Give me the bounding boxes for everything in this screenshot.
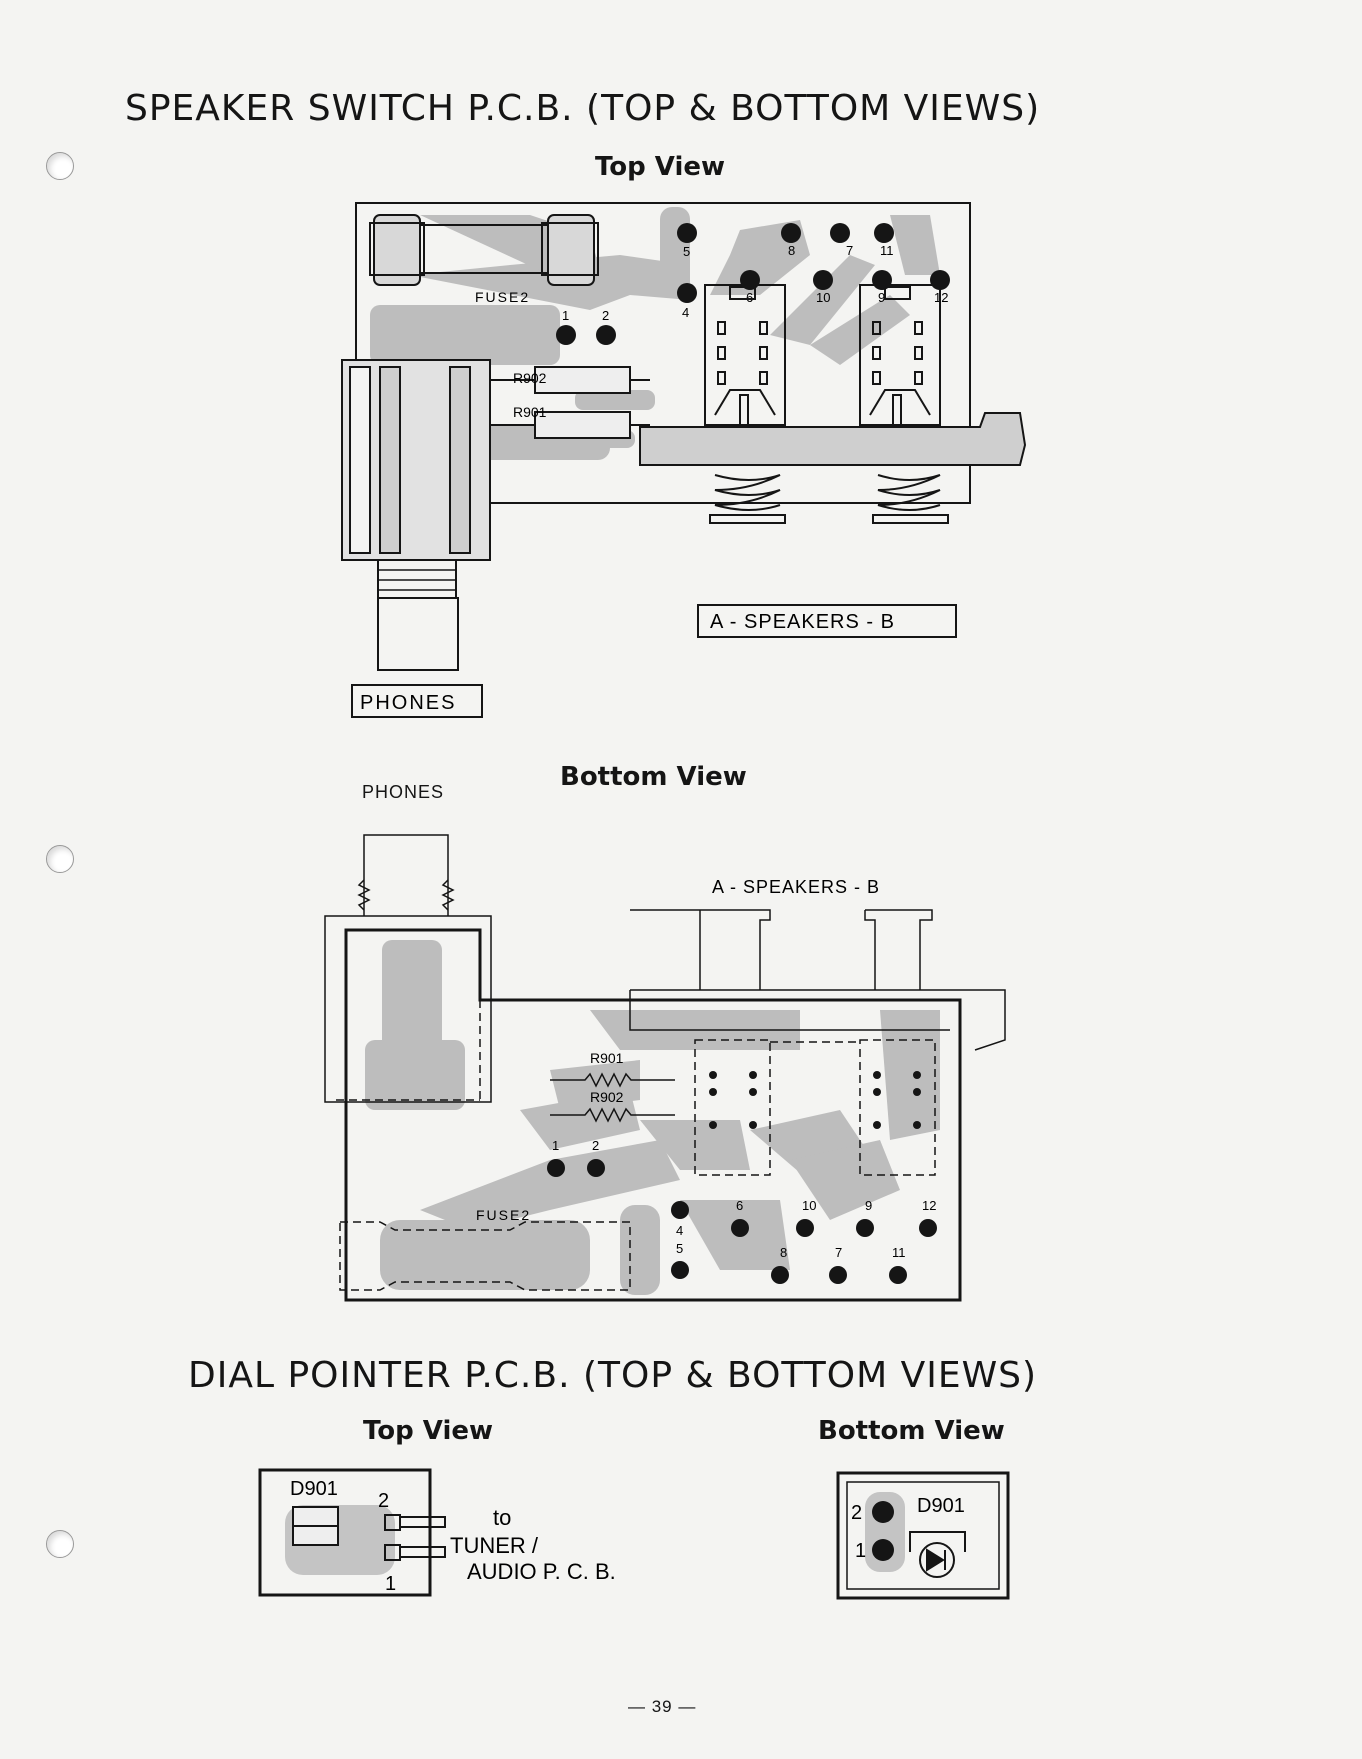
r901-label: R901 bbox=[513, 404, 547, 420]
svg-text:2: 2 bbox=[602, 308, 609, 323]
speakers-label-box bbox=[697, 604, 957, 638]
tuner-label: TUNER / bbox=[450, 1533, 539, 1558]
bottom-resistors bbox=[550, 1072, 675, 1123]
speaker-switch-a bbox=[704, 284, 786, 466]
phones-label: PHONES bbox=[360, 692, 456, 714]
speaker-bottom-view-diagram: A - SPEAKERS - B bbox=[324, 834, 1006, 1302]
dial-bottom-d901: D901 bbox=[917, 1495, 965, 1517]
svg-text:2: 2 bbox=[851, 1502, 862, 1524]
spring-a bbox=[709, 474, 786, 524]
svg-text:9: 9 bbox=[865, 1198, 872, 1213]
svg-text:7: 7 bbox=[835, 1245, 842, 1260]
speaker-top-view-label: Top View bbox=[595, 152, 726, 182]
svg-text:6: 6 bbox=[746, 290, 753, 305]
phones-label-box bbox=[351, 684, 483, 718]
resistor-r901 bbox=[485, 411, 650, 439]
dial-bottom-pad2 bbox=[872, 1501, 894, 1523]
svg-text:9: 9 bbox=[878, 290, 885, 305]
svg-text:11: 11 bbox=[880, 243, 894, 258]
svg-text:4: 4 bbox=[676, 1223, 683, 1238]
phones-jack bbox=[341, 359, 491, 671]
bottom-pcb-outline bbox=[344, 928, 962, 1302]
svg-text:12: 12 bbox=[922, 1198, 936, 1213]
binder-hole-bottom bbox=[46, 1530, 74, 1558]
speaker-top-view-diagram: FUSE2 R902 R901 1 2 4 5 6 7 8 9 10 11 12 bbox=[341, 202, 1027, 718]
svg-text:8: 8 bbox=[788, 243, 795, 258]
svg-text:11: 11 bbox=[892, 1245, 906, 1260]
dial-pointer-title: DIAL POINTER P.C.B. (TOP & BOTTOM VIEWS) bbox=[188, 1355, 1038, 1396]
svg-text:12: 12 bbox=[934, 290, 948, 305]
binder-hole-middle bbox=[46, 845, 74, 873]
bottom-phones-jack bbox=[324, 834, 492, 1103]
svg-text:8: 8 bbox=[780, 1245, 787, 1260]
d901-label: D901 bbox=[290, 1478, 338, 1500]
svg-text:1: 1 bbox=[855, 1540, 866, 1562]
pcb-outline bbox=[355, 202, 971, 504]
resistor-r902 bbox=[485, 366, 650, 394]
svg-text:2: 2 bbox=[592, 1138, 599, 1153]
fuse2-label: FUSE2 bbox=[475, 289, 530, 305]
dial-top-pad2: 2 bbox=[378, 1490, 389, 1512]
bottom-r902-label: R902 bbox=[590, 1089, 624, 1105]
speakers-label: A - SPEAKERS - B bbox=[710, 611, 895, 633]
dial-bottom-pad1 bbox=[872, 1539, 894, 1561]
dial-top-view-label: Top View bbox=[363, 1416, 494, 1446]
dial-bottom-view-label: Bottom View bbox=[818, 1416, 1005, 1446]
switch-bracket bbox=[639, 412, 1027, 466]
page-number: — 39 — bbox=[628, 1697, 697, 1716]
r902-label: R902 bbox=[513, 370, 547, 386]
binder-hole-top bbox=[46, 152, 74, 180]
svg-text:6: 6 bbox=[736, 1198, 743, 1213]
svg-text:5: 5 bbox=[676, 1241, 683, 1256]
bottom-fuse2-label: FUSE2 bbox=[476, 1207, 531, 1223]
audio-pcb-label: AUDIO P. C. B. bbox=[467, 1559, 616, 1584]
dial-top-pad1: 1 bbox=[385, 1573, 396, 1595]
svg-text:1: 1 bbox=[562, 308, 569, 323]
bottom-speakers-label: A - SPEAKERS - B bbox=[712, 877, 880, 897]
bottom-r901-label: R901 bbox=[590, 1050, 624, 1066]
svg-text:10: 10 bbox=[816, 290, 830, 305]
bottom-switch-outline bbox=[629, 909, 1006, 1176]
diode-icon bbox=[909, 1531, 966, 1578]
speaker-bottom-view-label: Bottom View bbox=[560, 762, 747, 792]
speaker-bottom-phones-label: PHONES bbox=[362, 782, 445, 802]
to-label: to bbox=[493, 1505, 511, 1530]
svg-text:4: 4 bbox=[682, 305, 689, 320]
dial-top-view-diagram: D901 2 1 to TUNER / AUDIO P. C. B. bbox=[258, 1468, 616, 1597]
svg-text:7: 7 bbox=[846, 243, 853, 258]
fuse2 bbox=[369, 214, 599, 286]
dial-bottom-view-diagram: 2 1 D901 bbox=[836, 1471, 1010, 1600]
bottom-fuse bbox=[339, 1221, 631, 1291]
spring-b bbox=[872, 474, 949, 524]
speaker-switch-title: SPEAKER SWITCH P.C.B. (TOP & BOTTOM VIEW… bbox=[125, 88, 1041, 129]
svg-text:1: 1 bbox=[552, 1138, 559, 1153]
svg-text:10: 10 bbox=[802, 1198, 816, 1213]
svg-text:5: 5 bbox=[683, 244, 690, 259]
